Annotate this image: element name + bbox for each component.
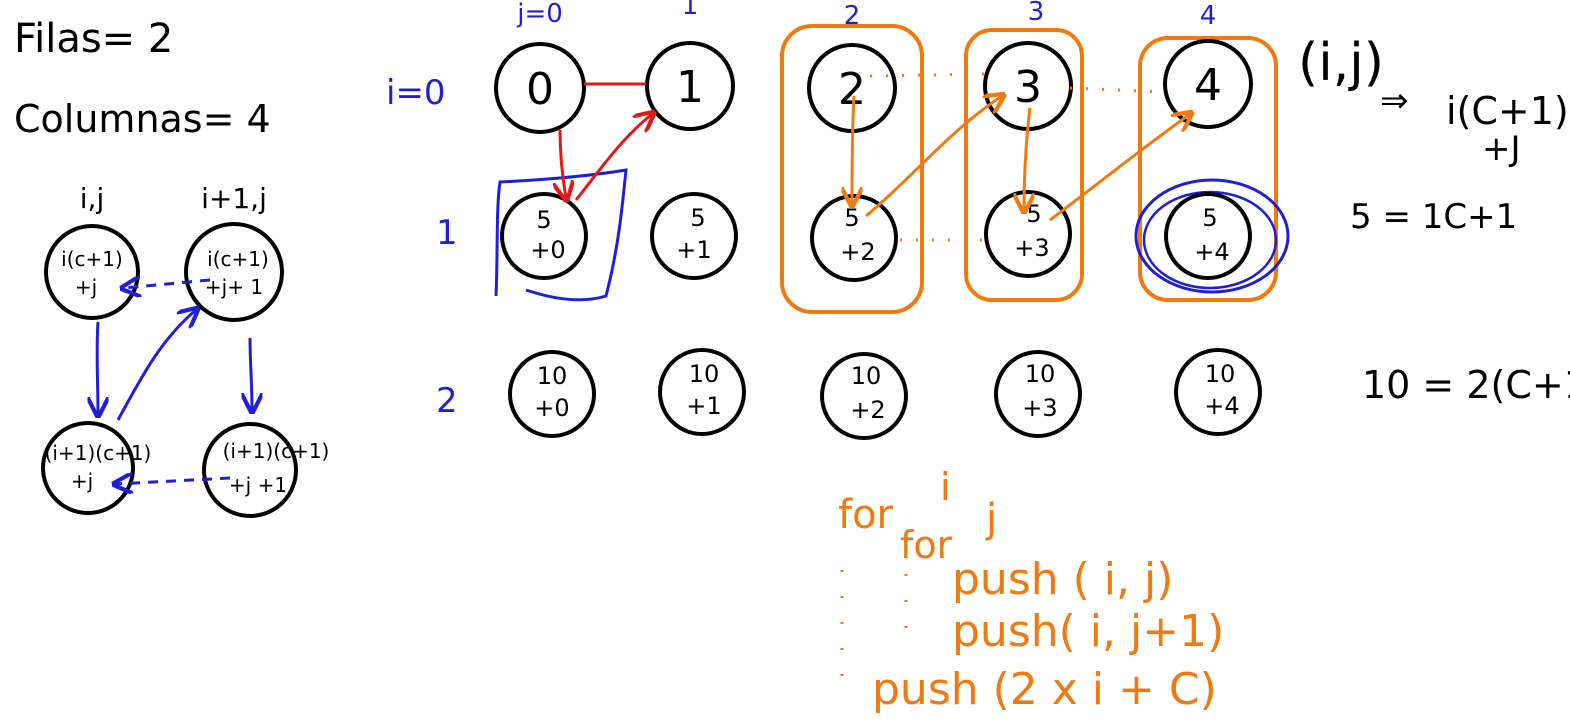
highlight-box-col-4 <box>1138 36 1278 302</box>
grid-node-1-2-line2: +2 <box>840 238 875 266</box>
grid-node-1-0-line2: +0 <box>530 236 565 264</box>
formula-mapping-line2: +J <box>1482 129 1521 169</box>
filas-label: Filas= 2 <box>14 16 173 62</box>
legend-node-tr-line1: i(c+1) <box>207 247 269 271</box>
legend-node-top-left: i(c+1) +j <box>44 224 140 320</box>
grid-node-1-4: 5 +4 <box>1164 192 1252 280</box>
col-label-3: 3 <box>1028 0 1045 27</box>
blue-scribble-node-1-4-inner <box>1142 190 1278 290</box>
legend-arrow-dashed-top <box>124 280 211 288</box>
grid-node-2-1: 10 +1 <box>658 348 746 436</box>
legend-node-tl-line2: +j <box>75 275 97 299</box>
grid-node-1-0-line1: 5 <box>536 206 551 234</box>
grid-node-1-2-line1: 5 <box>844 204 859 232</box>
legend-node-top-right: i(c+1) +j+ 1 <box>184 222 284 322</box>
grid-node-0-0: 0 <box>494 42 586 134</box>
grid-node-1-1: 5 +1 <box>650 192 738 280</box>
grid-node-2-0: 10 +0 <box>508 350 596 438</box>
grid-node-0-4-label: 4 <box>1194 60 1222 111</box>
grid-node-2-1-line2: +1 <box>686 392 721 420</box>
grid-node-2-0-line2: +0 <box>534 394 569 422</box>
grid-node-2-2: 10 +2 <box>820 352 908 440</box>
grid-node-1-3-line2: +3 <box>1014 234 1049 262</box>
grid-node-0-1-label: 1 <box>676 62 704 113</box>
code-for-j-kw: for <box>900 523 953 567</box>
col-label-0: j=0 <box>516 0 563 29</box>
grid-node-2-4-line2: +4 <box>1204 392 1239 420</box>
code-push-ij: push ( i, j) <box>952 554 1173 605</box>
grid-node-0-3-label: 3 <box>1014 62 1042 113</box>
legend-node-tr-line2: +j+ 1 <box>205 275 263 299</box>
highlight-box-col-3 <box>964 28 1084 302</box>
orange-dotted-row0-a <box>869 72 985 78</box>
code-for-j-var: j <box>985 496 997 542</box>
grid-node-1-1-line2: +1 <box>676 236 711 264</box>
legend-node-tl-line1: i(c+1) <box>61 247 123 271</box>
grid-node-2-4-line1: 10 <box>1205 360 1236 388</box>
grid-node-1-3-line1: 5 <box>1026 200 1041 228</box>
grid-node-1-4-line2: +4 <box>1194 238 1229 266</box>
orange-arrow-3-down <box>1024 107 1030 210</box>
legend-arrow-diagonal <box>116 310 196 421</box>
legend-label-i1j: i+1,j <box>201 182 267 215</box>
red-arrow-0-to-5 <box>560 129 566 198</box>
grid-node-1-3: 5 +3 <box>984 190 1072 278</box>
formula-arrow: ⇒ <box>1380 81 1409 121</box>
legend-node-bl-line1: (i+1)(c+1) <box>45 441 152 465</box>
orange-arrow-7-to-3 <box>865 96 1002 218</box>
legend-node-bottom-left: (i+1)(c+1) +j <box>41 421 152 515</box>
blue-bracket-node-1-0 <box>494 168 628 302</box>
grid-node-0-1: 1 <box>645 41 735 131</box>
code-for-i-var: i <box>940 465 951 509</box>
col-label-4: 4 <box>1200 1 1217 31</box>
formula-mapping-line1: i(C+1) <box>1446 89 1569 133</box>
formula-ten: 10 = 2(C+1) <box>1362 363 1570 407</box>
orange-arrow-2-down <box>852 95 854 204</box>
legend-node-bottom-right: (i+1)(c+1) +j +1 <box>202 422 330 518</box>
legend-node-br-line1: (i+1)(c+1) <box>223 439 330 463</box>
col-label-2: 2 <box>844 1 861 31</box>
grid-node-0-4: 4 <box>1163 39 1253 129</box>
legend-arrow-down-left <box>97 321 98 414</box>
legend-node-br-line2: +j +1 <box>229 473 287 497</box>
grid-node-2-4: 10 +4 <box>1174 348 1262 436</box>
code-for-i-kw: for <box>838 492 894 538</box>
columnas-label: Columnas= 4 <box>14 97 271 141</box>
grid-node-2-3-line1: 10 <box>1025 360 1056 388</box>
grid-node-1-2: 5 +2 <box>810 194 898 282</box>
red-arrow-5-to-1 <box>574 114 652 201</box>
code-push-last: push (2 x i + C) <box>872 664 1217 715</box>
formula-pair: (i,j) <box>1298 33 1384 93</box>
orange-arrow-8-to-4 <box>1049 114 1190 222</box>
legend-node-bl-line2: +j <box>71 469 93 493</box>
grid-node-2-2-line2: +2 <box>850 396 885 424</box>
grid-node-1-0: 5 +0 <box>500 192 588 280</box>
legend-label-ij: i,j <box>80 182 104 215</box>
row-label-2: 2 <box>436 381 458 421</box>
grid-node-1-1-line1: 5 <box>690 204 705 232</box>
formula-five: 5 = 1C+1 <box>1350 197 1517 237</box>
grid-node-1-4-line1: 5 <box>1202 204 1217 232</box>
grid-node-2-1-line1: 10 <box>689 360 720 388</box>
grid-node-0-0-label: 0 <box>526 64 554 115</box>
legend-arrow-dashed-bottom <box>116 478 231 484</box>
grid-node-2-0-line1: 10 <box>537 362 568 390</box>
col-label-1: 1 <box>682 0 699 21</box>
row-label-1: 1 <box>436 213 458 253</box>
blue-scribble-node-1-4 <box>1134 178 1290 294</box>
highlight-box-col-2 <box>780 24 924 314</box>
orange-dotted-row0-b <box>1069 86 1165 94</box>
row-label-0: i=0 <box>386 73 446 113</box>
code-push-ij1: push( i, j+1) <box>952 606 1224 657</box>
legend-arrow-down-right <box>250 337 252 410</box>
grid-node-2-2-line1: 10 <box>851 362 882 390</box>
grid-node-2-3: 10 +3 <box>994 350 1082 438</box>
grid-node-2-3-line2: +3 <box>1022 394 1057 422</box>
